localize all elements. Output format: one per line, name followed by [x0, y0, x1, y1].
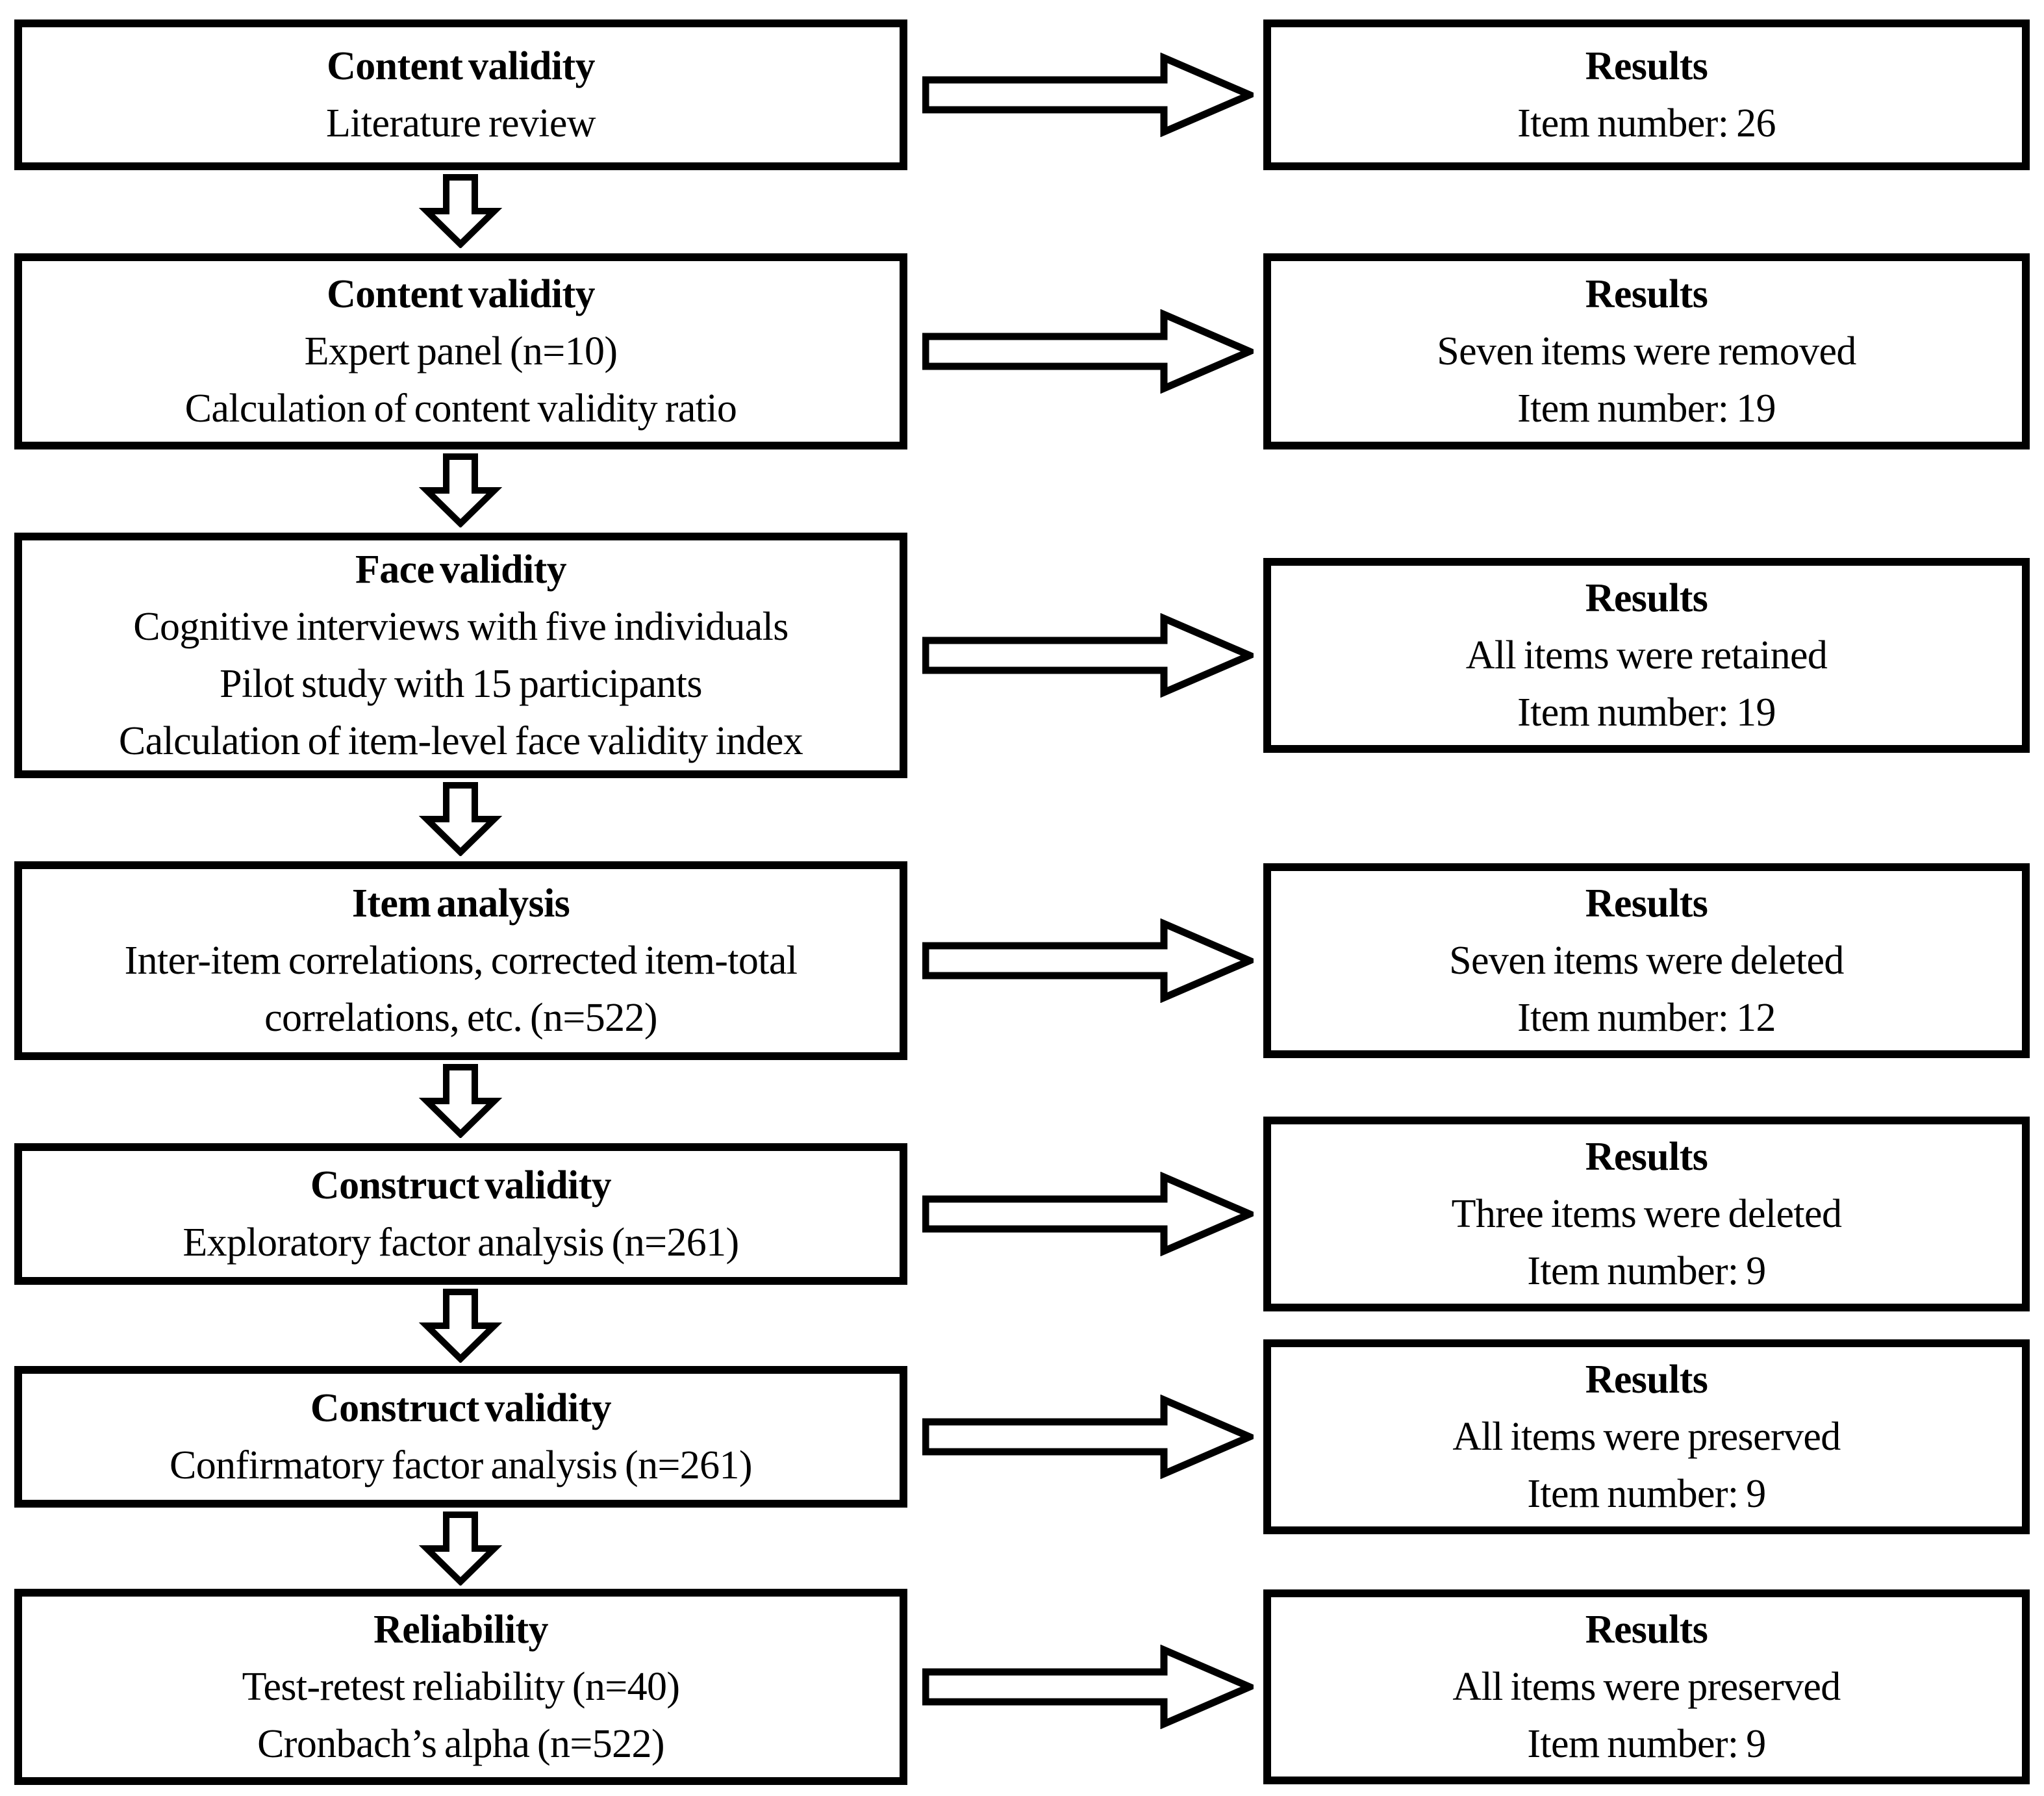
results-box-1-title: Results	[1585, 44, 1708, 88]
step-box-4-line: Inter-item correlations, corrected item-…	[124, 939, 798, 983]
results-box-4: Results Seven items were deleted Item nu…	[1263, 863, 2030, 1058]
step-box-4-line: correlations, etc. (n=522)	[264, 996, 657, 1040]
step-box-4: Item analysis Inter-item correlations, c…	[14, 861, 907, 1060]
results-box-3-title: Results	[1585, 576, 1708, 620]
step-box-1-line: Literature review	[326, 101, 596, 145]
step-box-5: Construct validity Exploratory factor an…	[14, 1143, 907, 1285]
step-box-6-title: Construct validity	[310, 1386, 612, 1430]
results-box-3-line: All items were retained	[1465, 633, 1828, 677]
step-box-2-line: Expert panel (n=10)	[304, 329, 618, 373]
down-arrow-icon	[418, 174, 503, 248]
right-arrow-icon	[922, 1395, 1254, 1479]
results-box-1-line: Item number: 26	[1517, 101, 1776, 145]
down-arrow-icon	[418, 453, 503, 527]
results-box-4-title: Results	[1585, 881, 1708, 926]
step-box-6: Construct validity Confirmatory factor a…	[14, 1366, 907, 1508]
results-box-4-line: Item number: 12	[1517, 996, 1776, 1040]
down-arrow-icon	[418, 1289, 503, 1363]
step-box-7-title: Reliability	[373, 1608, 548, 1652]
step-box-7: Reliability Test-retest reliability (n=4…	[14, 1589, 907, 1785]
step-box-3-line: Cognitive interviews with five individua…	[133, 605, 789, 649]
step-box-3-title: Face validity	[355, 548, 567, 592]
results-box-2-title: Results	[1585, 272, 1708, 316]
results-box-4-line: Seven items were deleted	[1449, 939, 1844, 983]
results-box-3-line: Item number: 19	[1517, 690, 1776, 735]
right-arrow-icon	[922, 53, 1254, 137]
results-box-6: Results All items were preserved Item nu…	[1263, 1339, 2030, 1534]
results-box-7: Results All items were preserved Item nu…	[1263, 1589, 2030, 1784]
results-box-2-line: Item number: 19	[1517, 386, 1776, 431]
results-box-5-title: Results	[1585, 1135, 1708, 1179]
results-box-2-line: Seven items were removed	[1437, 329, 1856, 373]
results-box-7-line: Item number: 9	[1527, 1722, 1766, 1766]
right-arrow-icon	[922, 1172, 1254, 1256]
right-arrow-icon	[922, 918, 1254, 1003]
step-box-5-line: Exploratory factor analysis (n=261)	[183, 1221, 739, 1265]
right-arrow-icon	[922, 613, 1254, 698]
step-box-2-title: Content validity	[327, 272, 595, 316]
right-arrow-icon	[922, 309, 1254, 394]
step-box-3-line: Pilot study with 15 participants	[220, 662, 702, 706]
results-box-6-line: Item number: 9	[1527, 1472, 1766, 1516]
down-arrow-icon	[418, 1511, 503, 1586]
step-box-1: Content validity Literature review	[14, 19, 907, 170]
results-box-7-title: Results	[1585, 1608, 1708, 1652]
step-box-3: Face validity Cognitive interviews with …	[14, 533, 907, 778]
results-box-2: Results Seven items were removed Item nu…	[1263, 253, 2030, 449]
results-box-5-line: Three items were deleted	[1451, 1192, 1842, 1236]
step-box-2: Content validity Expert panel (n=10) Cal…	[14, 253, 907, 449]
results-box-5-line: Item number: 9	[1527, 1249, 1766, 1293]
step-box-1-title: Content validity	[327, 44, 595, 88]
results-box-3: Results All items were retained Item num…	[1263, 558, 2030, 753]
step-box-4-title: Item analysis	[351, 881, 570, 926]
results-box-6-title: Results	[1585, 1358, 1708, 1402]
down-arrow-icon	[418, 782, 503, 856]
step-box-7-line: Test-retest reliability (n=40)	[242, 1665, 680, 1709]
results-box-1: Results Item number: 26	[1263, 19, 2030, 170]
step-box-6-line: Confirmatory factor analysis (n=261)	[170, 1443, 753, 1487]
step-box-7-line: Cronbach’s alpha (n=522)	[257, 1722, 664, 1766]
down-arrow-icon	[418, 1064, 503, 1138]
step-box-3-line: Calculation of item-level face validity …	[118, 719, 803, 763]
step-box-2-line: Calculation of content validity ratio	[184, 386, 737, 431]
right-arrow-icon	[922, 1645, 1254, 1729]
results-box-5: Results Three items were deleted Item nu…	[1263, 1117, 2030, 1311]
results-box-6-line: All items were preserved	[1452, 1415, 1841, 1459]
step-box-5-title: Construct validity	[310, 1163, 612, 1208]
results-box-7-line: All items were preserved	[1452, 1665, 1841, 1709]
